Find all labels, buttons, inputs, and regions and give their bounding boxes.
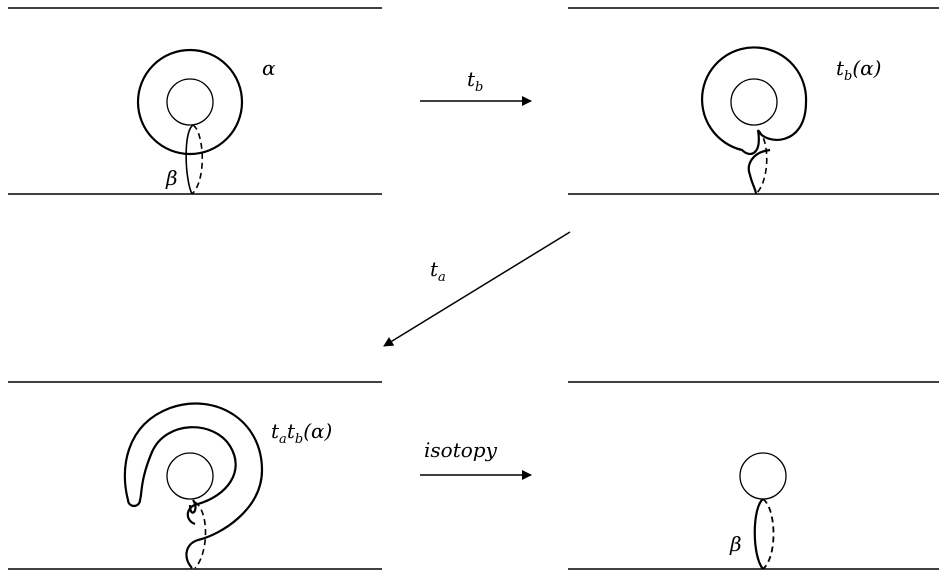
hole-circle <box>730 78 778 126</box>
curve-beta-back <box>762 498 775 570</box>
label-tatb-alpha: tatb(α) <box>271 419 332 447</box>
curve-alpha <box>136 48 244 156</box>
arrow-isotopy: isotopy <box>420 438 532 480</box>
curve-tb-alpha-tail <box>747 148 771 195</box>
panel-bottom-right: β <box>568 381 939 570</box>
label-beta: β <box>729 532 742 556</box>
curve-tb-alpha <box>700 46 808 155</box>
curve-tb-alpha-dashed <box>755 129 768 195</box>
arrow-isotopy-label: isotopy <box>424 438 498 462</box>
curve-beta-back <box>191 124 204 195</box>
curve-tatb-alpha-inner <box>123 402 264 569</box>
panel-top-left: α β <box>8 7 382 195</box>
arrow-tb-label: tb <box>467 67 483 95</box>
arrow-tb: tb <box>420 67 532 106</box>
curve-tatb-alpha-hook <box>186 502 199 526</box>
curve-beta-front <box>185 124 194 195</box>
hole-circle <box>739 452 787 500</box>
label-beta: β <box>165 166 178 190</box>
arrow-ta: ta <box>383 231 571 347</box>
panel-top-right: tb(α) <box>568 7 939 195</box>
arrow-ta-line <box>383 231 571 347</box>
curve-beta-front <box>753 498 764 570</box>
hole-circle <box>166 78 214 126</box>
panel-bottom-left: tatb(α) <box>8 381 382 570</box>
curve-tatb-dashed <box>194 501 207 569</box>
arrow-ta-label: ta <box>430 257 446 285</box>
label-tb-alpha: tb(α) <box>836 56 882 84</box>
hole-circle <box>166 452 214 500</box>
label-alpha: α <box>262 56 276 80</box>
